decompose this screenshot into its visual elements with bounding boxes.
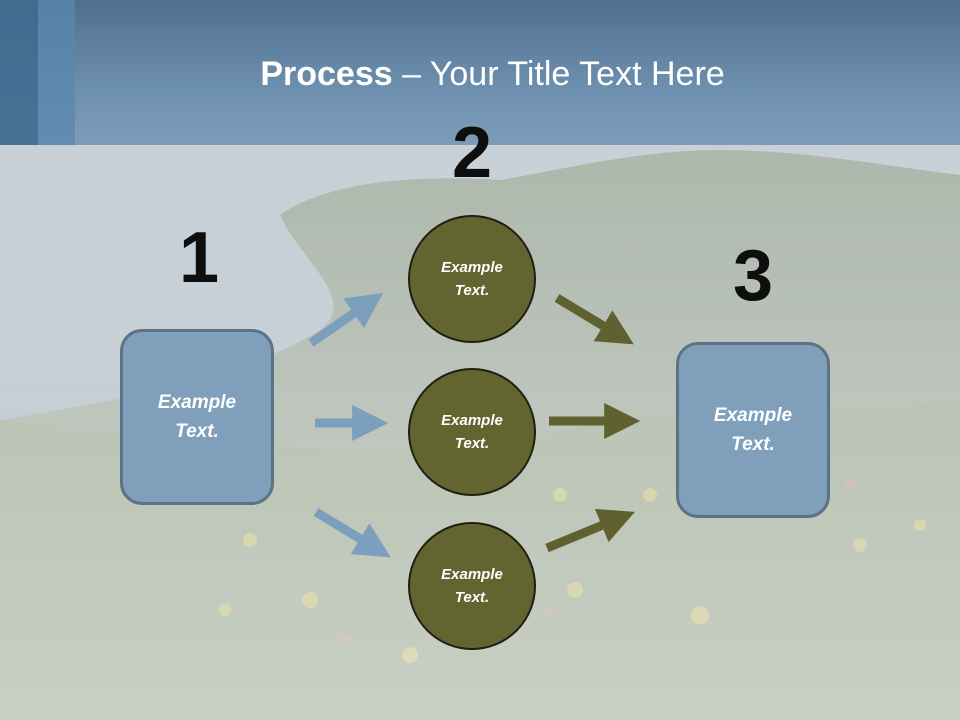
process-circle-top: Example Text. [408, 215, 536, 343]
step-number-1: 1 [178, 218, 220, 298]
step-number-2: 2 [451, 113, 493, 193]
box-right-text: Example Text. [713, 405, 793, 455]
arrow-left-down [313, 508, 391, 558]
header-stripe-dark [0, 0, 38, 145]
process-box-left: Example Text. [120, 329, 274, 505]
circle-bottom-text: Example Text. [441, 566, 503, 606]
circle-middle-text: Example Text. [441, 412, 503, 452]
title-rest: – Your Title Text Here [392, 55, 725, 93]
process-circle-middle: Example Text. [408, 368, 536, 496]
header-stripe-light [38, 0, 75, 145]
process-circle-bottom: Example Text. [408, 522, 536, 650]
slide-title: Process – Your Title Text Here [0, 52, 960, 96]
arrow-right-up [554, 294, 634, 345]
circle-top-text: Example Text. [441, 259, 503, 299]
box-left-text: Example Text. [157, 392, 237, 442]
arrow-right-down [545, 508, 635, 553]
title-strong: Process [260, 55, 393, 93]
step-number-3: 3 [732, 236, 774, 316]
process-box-right: Example Text. [676, 342, 830, 518]
header-band [0, 0, 960, 145]
arrow-left-up [308, 292, 384, 347]
